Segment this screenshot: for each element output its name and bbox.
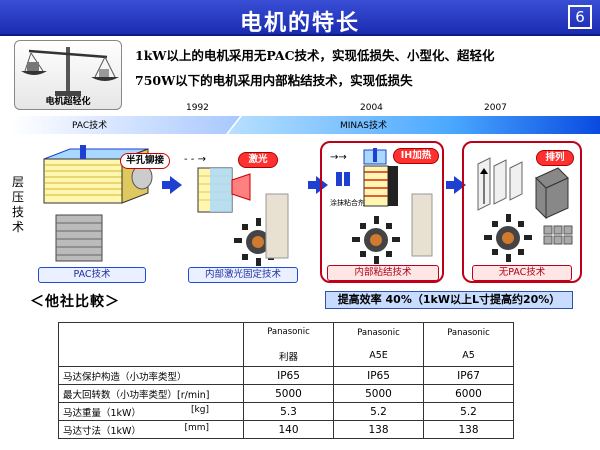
flow-arrow-icon — [308, 181, 316, 189]
table-corner — [58, 322, 244, 367]
balance-scale-icon: 电机超轻化 — [14, 40, 122, 110]
row-label: 马达保护构造（小功率类型） — [58, 366, 244, 385]
table-cell: 6000 — [423, 384, 514, 403]
table-cell: 138 — [333, 420, 424, 439]
side-label: 层压技术 — [12, 175, 25, 234]
timeline-segment-minas: MINAS技术 — [340, 121, 388, 131]
table-cell: 5000 — [243, 384, 334, 403]
table-cell: 5.3 — [243, 402, 334, 421]
table-row: 马达保护构造（小功率类型） IP65 IP65 IP67 — [58, 366, 514, 385]
svg-text:→→: →→ — [330, 152, 347, 163]
flow-arrow-icon — [316, 176, 328, 194]
stage-tag: 半孔铆接 — [120, 153, 170, 169]
year-label: 2007 — [484, 103, 507, 113]
comparison-heading: ＜他社比較＞ — [30, 294, 120, 310]
flow-arrow-icon — [446, 181, 454, 189]
page-number: 6 — [568, 5, 592, 29]
stage-caption: 内部粘结技术 — [327, 265, 439, 281]
table-row: 马达重量（1kW）[kg] 5.3 5.2 5.2 — [58, 402, 514, 421]
row-label: 马达重量（1kW）[kg] — [58, 402, 244, 421]
timeline-band — [10, 116, 600, 134]
year-label: 2004 — [360, 103, 383, 113]
stage-tag: 激光 — [238, 152, 278, 168]
stage-tag: 排列 — [536, 150, 574, 166]
row-label: 马达寸法（1kW）[mm] — [58, 420, 244, 439]
laser-fixing-graphic: - - → — [184, 154, 289, 266]
svg-text:- - →: - - → — [184, 154, 206, 165]
stage-caption: PAC技术 — [38, 267, 146, 283]
internal-bonding-graphic: →→ — [330, 148, 433, 264]
flow-arrow-icon — [162, 181, 170, 189]
table-row: 马达寸法（1kW）[mm] 140 138 138 — [58, 420, 514, 439]
table-cell: 5.2 — [333, 402, 424, 421]
table-cell: 140 — [243, 420, 334, 439]
table-cell: 5000 — [333, 384, 424, 403]
feature-line-1: 1kW以上的电机采用无PAC技术，实现低损失、小型化、超轻化 — [135, 48, 495, 63]
table-cell: IP65 — [333, 366, 424, 385]
table-cell: IP65 — [243, 366, 334, 385]
stage-caption: 内部激光固定技术 — [188, 267, 298, 283]
title-bar: 电机的特长 6 — [0, 0, 600, 36]
slide-title: 电机的特长 — [239, 11, 360, 36]
table-cell: IP67 — [423, 366, 514, 385]
no-pac-graphic — [477, 157, 573, 262]
efficiency-note: 提高效率 40%（1kW以上L寸提高约20%） — [325, 291, 573, 309]
table-row: 最大回转数（小功率类型）[r/min] 5000 5000 6000 — [58, 384, 514, 403]
row-label: 最大回转数（小功率类型）[r/min] — [58, 384, 244, 403]
table-cell: 138 — [423, 420, 514, 439]
stage-frame-ih — [320, 141, 444, 283]
scale-label: 电机超轻化 — [45, 97, 91, 107]
table-cell: 5.2 — [423, 402, 514, 421]
stage-frame-no-pac — [462, 141, 582, 283]
timeline-segment-pac: PAC技术 — [72, 121, 108, 131]
stage-tag: IH加热 — [393, 148, 439, 164]
year-label: 1992 — [186, 103, 209, 113]
flow-arrow-icon — [170, 176, 182, 194]
feature-line-2: 750W以下的电机采用内部粘结技术，实现低损失 — [135, 73, 413, 88]
adhesive-note: 涂抹粘合剂 — [330, 199, 365, 207]
stage-caption: 无PAC技术 — [472, 265, 572, 281]
